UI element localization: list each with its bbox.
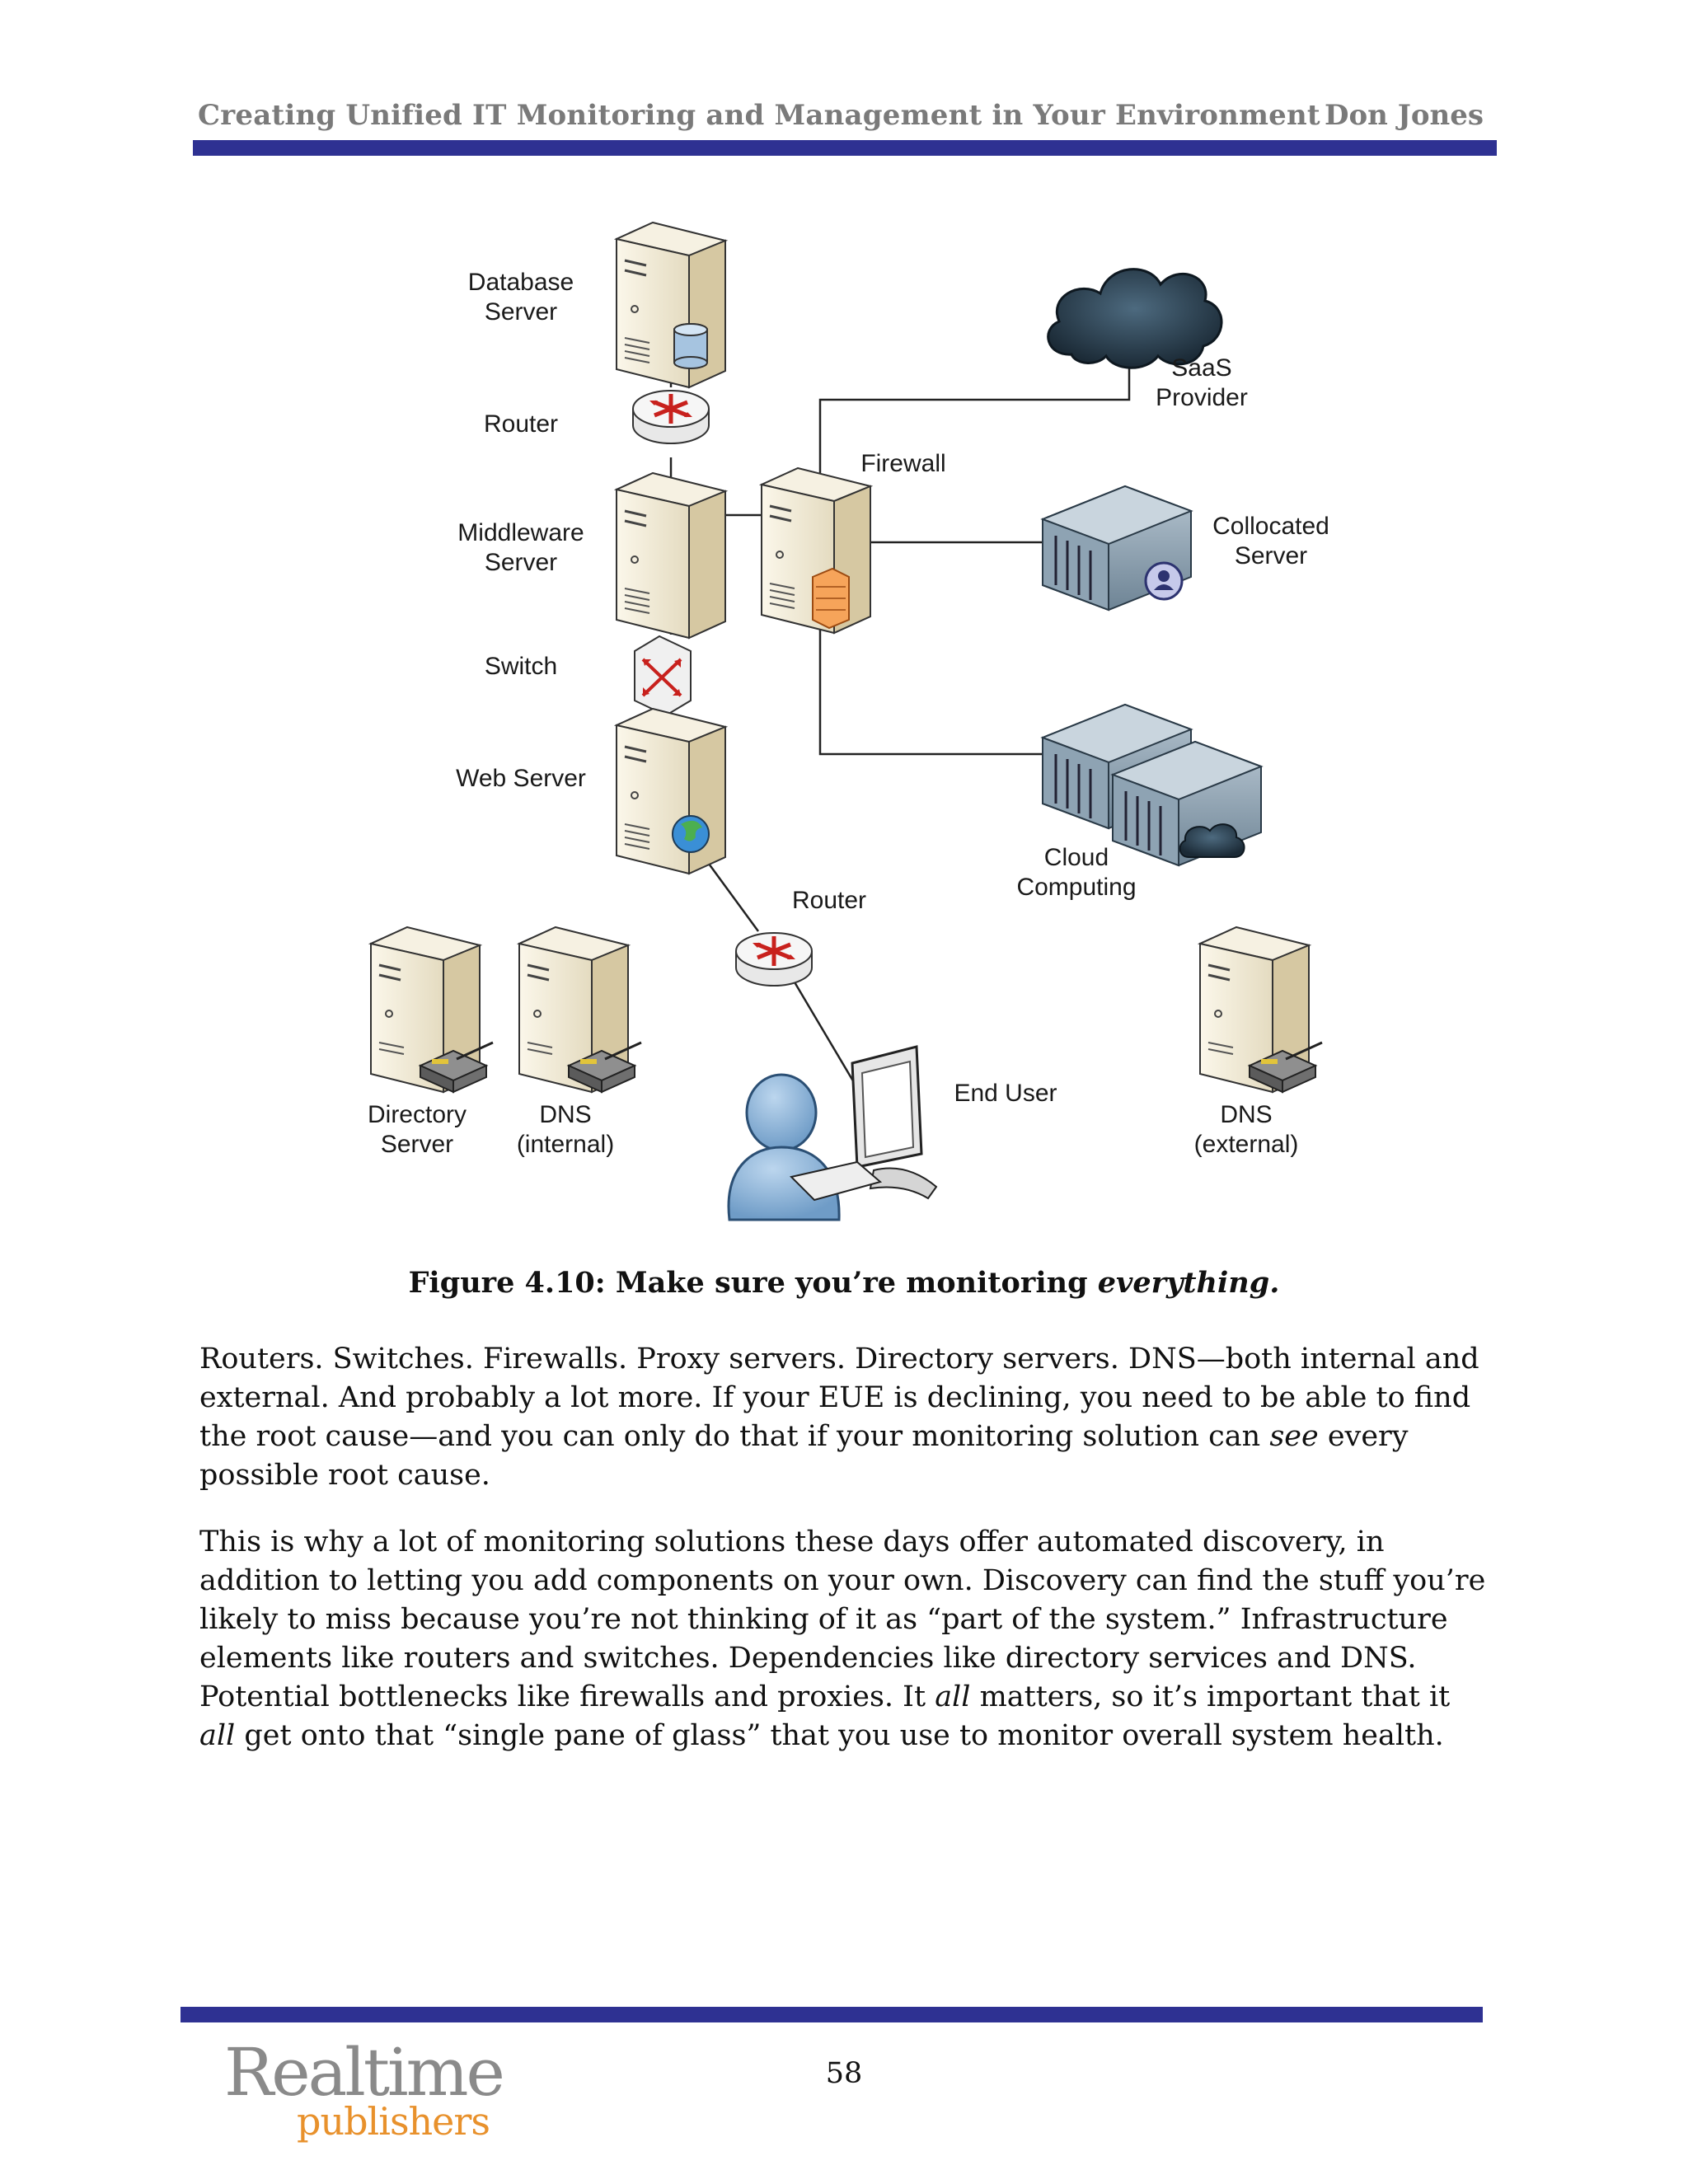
router-bottom-icon (736, 933, 812, 986)
middleware-server-icon (615, 471, 727, 640)
p2-text-a: This is why a lot of monitoring solution… (199, 1526, 1486, 1713)
running-header-author: Don Jones (1325, 99, 1484, 132)
label-router-top: Router (484, 410, 558, 438)
p1-text-b: every possible root cause. (199, 1420, 1409, 1492)
label-middleware-server-2: Server (485, 549, 557, 576)
caption-emphasis: everything. (1097, 1266, 1280, 1300)
label-dns-internal-2: (internal) (517, 1131, 614, 1158)
label-router-bottom: Router (792, 887, 866, 914)
network-diagram: Database Server Router Middleware Server… (368, 221, 1329, 1221)
p1-emphasis: see (1269, 1420, 1319, 1453)
page-number: 58 (825, 2057, 863, 2090)
label-dns-external: DNS (1220, 1101, 1272, 1128)
firewall-icon (760, 466, 872, 635)
label-firewall: Firewall (860, 450, 945, 477)
p1-text-a: Routers. Switches. Firewalls. Proxy serv… (199, 1343, 1479, 1453)
p2-text-b: matters, so it’s important that it (970, 1680, 1451, 1713)
database-server-icon (615, 221, 727, 389)
saas-cloud-icon (1047, 268, 1223, 369)
logo-line-2: publishers (297, 2099, 490, 2144)
switch-icon (634, 635, 692, 717)
router-top-icon (633, 391, 709, 443)
dns-external-icon (1198, 926, 1324, 1094)
footer-rule (181, 2007, 1483, 2022)
diagram-labels: Database Server Router Middleware Server… (368, 269, 1329, 1158)
label-database-server: Database (468, 269, 574, 296)
label-web-server: Web Server (456, 765, 586, 792)
logo-line-1: Realtime (224, 2034, 505, 2111)
end-user-icon (727, 1045, 938, 1221)
cloud-computing-icon (1041, 703, 1263, 867)
label-collocated-server: Collocated (1212, 513, 1329, 540)
caption-text: Figure 4.10: Make sure you’re monitoring (408, 1266, 1098, 1300)
label-database-server-2: Server (485, 298, 557, 326)
web-server-icon (615, 707, 727, 875)
label-directory-server-2: Server (381, 1131, 453, 1158)
realtime-publishers-logo: Realtime publishers (224, 2034, 505, 2147)
header-rule (193, 140, 1497, 156)
figure-caption: Figure 4.10: Make sure you’re monitoring… (0, 1266, 1688, 1300)
collocated-server-icon (1041, 485, 1193, 612)
label-dns-internal: DNS (539, 1101, 591, 1128)
paragraph-2: This is why a lot of monitoring solution… (199, 1523, 1493, 1755)
p2-text-c: get onto that “single pane of glass” tha… (235, 1719, 1444, 1752)
running-header-title: Creating Unified IT Monitoring and Manag… (198, 99, 1320, 132)
directory-server-icon (369, 926, 495, 1094)
dns-internal-icon (518, 926, 643, 1094)
label-switch: Switch (485, 653, 557, 680)
label-saas-provider-2: Provider (1156, 384, 1248, 411)
label-dns-external-2: (external) (1194, 1131, 1299, 1158)
p2-emphasis-1: all (935, 1680, 971, 1713)
label-cloud-computing: Cloud (1044, 844, 1109, 871)
paragraph-1: Routers. Switches. Firewalls. Proxy serv… (199, 1340, 1493, 1495)
p2-emphasis-2: all (199, 1719, 236, 1752)
label-collocated-server-2: Server (1235, 542, 1307, 569)
label-cloud-computing-2: Computing (1016, 874, 1136, 901)
label-middleware-server: Middleware (457, 519, 584, 546)
label-directory-server: Directory (368, 1101, 467, 1128)
label-end-user: End User (954, 1080, 1057, 1107)
label-saas-provider: SaaS (1171, 354, 1231, 382)
